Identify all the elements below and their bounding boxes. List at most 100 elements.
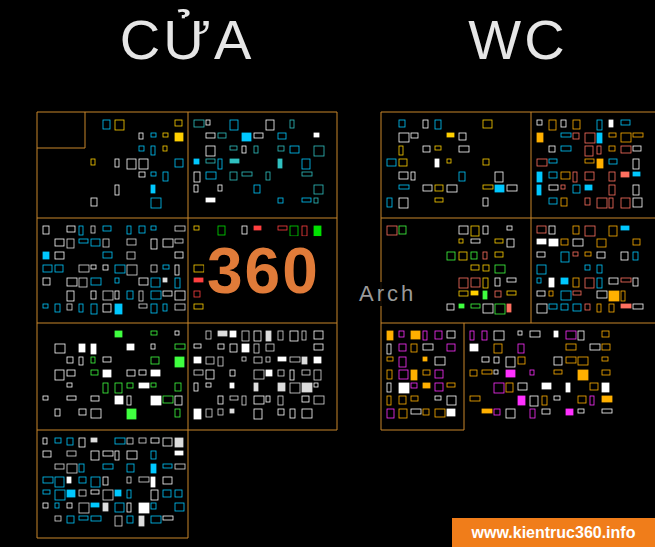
cad-block xyxy=(230,159,239,163)
cad-block xyxy=(482,357,489,362)
cad-block xyxy=(175,490,182,497)
cad-block xyxy=(549,291,553,296)
cad-block xyxy=(506,357,515,367)
cad-block xyxy=(507,185,517,191)
cad-block xyxy=(518,396,525,405)
cad-block xyxy=(621,172,629,177)
cad-block xyxy=(423,331,427,340)
cad-block xyxy=(278,396,283,405)
cad-block xyxy=(602,344,610,350)
cad-block xyxy=(578,370,588,380)
cad-block xyxy=(459,172,465,181)
cad-block xyxy=(495,252,503,257)
cad-block xyxy=(151,291,161,299)
cad-block xyxy=(127,438,133,444)
cad-block xyxy=(387,370,392,379)
cad-block xyxy=(163,291,172,296)
cad-block xyxy=(483,278,488,288)
cad-block xyxy=(483,304,493,313)
cad-block xyxy=(91,226,95,233)
cad-block xyxy=(163,265,169,269)
cad-block xyxy=(290,331,298,341)
cad-block xyxy=(242,172,252,176)
cad-block xyxy=(115,490,121,496)
cad-block xyxy=(175,265,179,275)
cad-block xyxy=(549,185,558,190)
cad-block xyxy=(537,172,542,182)
cad-block xyxy=(471,252,477,259)
cad-block xyxy=(163,146,167,151)
cad-block xyxy=(621,278,631,282)
cad-block xyxy=(206,198,215,202)
cad-block xyxy=(554,370,562,374)
cad-block xyxy=(399,146,403,155)
cad-block xyxy=(554,357,562,365)
cad-block xyxy=(127,370,135,376)
cad-block xyxy=(459,133,466,140)
cad-block xyxy=(507,291,516,295)
cad-block xyxy=(278,146,284,151)
cad-block xyxy=(633,133,643,137)
cad-block xyxy=(423,357,427,361)
cad-block xyxy=(91,438,97,442)
cad-block xyxy=(175,331,179,335)
cad-block xyxy=(566,383,570,392)
cad-block xyxy=(423,185,432,191)
cad-block xyxy=(218,185,222,191)
cad-block xyxy=(139,291,143,301)
cad-block xyxy=(483,226,488,234)
cad-block xyxy=(633,159,639,169)
cad-block xyxy=(163,304,167,311)
cad-block xyxy=(206,331,211,339)
cad-block xyxy=(115,159,119,167)
cad-block xyxy=(399,396,406,404)
cad-block xyxy=(549,226,555,234)
grid-line xyxy=(381,112,382,430)
cad-block xyxy=(447,396,456,405)
cad-block xyxy=(218,159,222,169)
cad-block xyxy=(435,396,441,400)
cad-block xyxy=(218,409,223,415)
cad-block xyxy=(537,252,545,257)
cad-block xyxy=(518,344,524,353)
cad-block xyxy=(163,490,171,497)
cad-block xyxy=(79,490,86,496)
cad-block xyxy=(139,383,149,388)
cad-block xyxy=(103,252,112,258)
cad-block xyxy=(633,146,641,151)
cad-block xyxy=(115,503,124,512)
cad-block xyxy=(127,409,136,419)
cad-block xyxy=(411,331,420,339)
cad-block xyxy=(91,451,99,460)
cad-block xyxy=(139,172,145,177)
cad-block xyxy=(549,198,557,204)
cad-block xyxy=(423,383,430,388)
cad-block xyxy=(423,120,428,128)
cad-block xyxy=(447,252,455,260)
cad-block xyxy=(573,278,579,287)
cad-block xyxy=(218,226,225,235)
cad-block xyxy=(91,278,101,285)
cad-block xyxy=(139,133,143,139)
grid-line xyxy=(37,218,337,219)
cad-block xyxy=(218,357,223,366)
cad-block xyxy=(633,278,638,286)
cad-block xyxy=(103,370,111,377)
cad-block xyxy=(278,159,282,168)
cad-block xyxy=(561,120,566,127)
cad-block xyxy=(302,159,310,169)
cad-block xyxy=(43,490,50,494)
cad-block xyxy=(482,409,492,413)
cad-block xyxy=(507,278,516,282)
cad-block xyxy=(103,503,108,511)
cad-block xyxy=(585,304,590,310)
cad-block xyxy=(423,370,430,375)
cad-block xyxy=(314,396,324,404)
cad-block xyxy=(230,146,237,150)
cad-block xyxy=(67,477,71,483)
cad-block xyxy=(537,133,543,142)
cad-block xyxy=(482,370,492,374)
watermark: Arch xyxy=(356,282,419,306)
grid-line xyxy=(464,323,465,430)
cad-block xyxy=(518,357,525,364)
